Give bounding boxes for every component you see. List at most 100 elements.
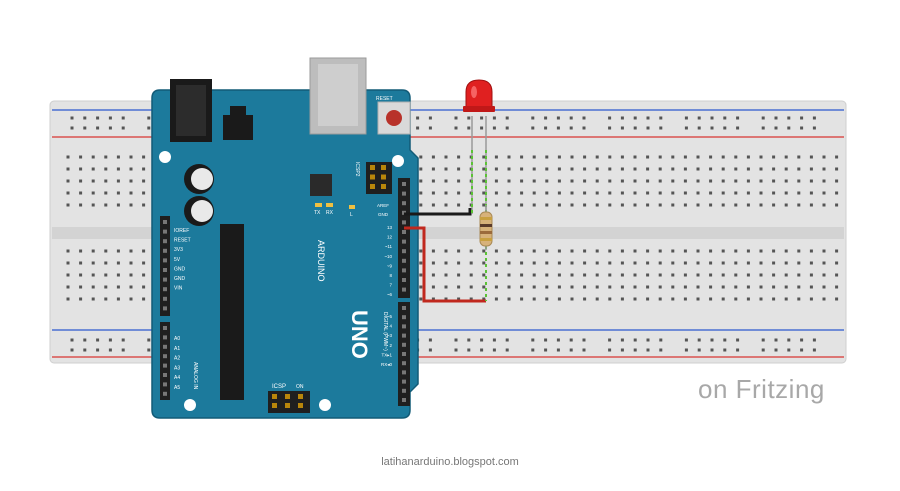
- breadboard-hole: [104, 155, 108, 159]
- breadboard-hole: [583, 297, 587, 301]
- breadboard-hole: [91, 167, 95, 171]
- breadboard-hole: [520, 285, 524, 289]
- l-label: L: [350, 212, 353, 218]
- header-pin: [163, 354, 167, 359]
- breadboard-hole: [797, 191, 801, 195]
- breadboard-hole: [480, 126, 484, 130]
- breadboard-hole: [608, 167, 612, 171]
- breadboard-hole: [582, 338, 586, 342]
- breadboard-hole: [544, 338, 548, 342]
- breadboard-hole: [570, 261, 574, 265]
- tx-label: TX: [314, 210, 321, 216]
- breadboard-hole: [620, 167, 624, 171]
- breadboard-hole: [147, 338, 151, 342]
- breadboard-hole: [545, 285, 549, 289]
- breadboard-hole: [784, 179, 788, 183]
- breadboard-hole: [544, 348, 548, 352]
- icsp2-pin: [370, 184, 375, 189]
- breadboard-hole: [761, 116, 765, 120]
- digital-pin-label: 4: [389, 324, 392, 329]
- breadboard-hole: [835, 297, 839, 301]
- breadboard-hole: [684, 126, 688, 130]
- breadboard-hole: [91, 249, 95, 253]
- breadboard-hole: [557, 155, 561, 159]
- breadboard-hole: [658, 249, 662, 253]
- breadboard-hole: [557, 167, 561, 171]
- breadboard-hole: [104, 167, 108, 171]
- usb-chip: [310, 174, 332, 196]
- breadboard-hole: [444, 191, 448, 195]
- breadboard-hole: [469, 297, 473, 301]
- header-pin: [163, 258, 167, 263]
- breadboard-hole: [646, 297, 650, 301]
- breadboard-hole: [658, 179, 662, 183]
- digital-pin-label: ~3: [387, 333, 393, 338]
- breadboard-hole: [104, 273, 108, 277]
- breadboard-hole: [633, 273, 637, 277]
- breadboard-hole: [797, 249, 801, 253]
- breadboard-hole: [658, 285, 662, 289]
- digital-header-upper: [398, 178, 410, 298]
- header-pin: [163, 306, 167, 311]
- breadboard-hole: [569, 116, 573, 120]
- breadboard-hole: [91, 191, 95, 195]
- breadboard-hole: [431, 285, 435, 289]
- breadboard-hole: [620, 126, 624, 130]
- breadboard-hole: [570, 179, 574, 183]
- breadboard-hole: [469, 273, 473, 277]
- breadboard-hole: [583, 179, 587, 183]
- breadboard-hole: [419, 273, 423, 277]
- breadboard-hole: [557, 179, 561, 183]
- breadboard-hole: [809, 273, 813, 277]
- breadboard-hole: [482, 285, 486, 289]
- resistor-band: [480, 231, 492, 234]
- breadboard-hole: [608, 126, 612, 130]
- power-jack-inner: [176, 85, 206, 136]
- breadboard-hole: [809, 203, 813, 207]
- breadboard-hole: [556, 116, 560, 120]
- breadboard-hole: [419, 191, 423, 195]
- header-pin: [402, 201, 406, 206]
- breadboard-hole: [683, 191, 687, 195]
- breadboard-hole: [774, 116, 778, 120]
- ground-wire: [404, 208, 472, 216]
- breadboard-hole: [147, 126, 151, 130]
- breadboard-hole: [595, 261, 599, 265]
- breadboard-hole: [671, 191, 675, 195]
- breadboard-hole: [454, 338, 458, 342]
- breadboard-hole: [431, 155, 435, 159]
- breadboard-hole: [556, 348, 560, 352]
- capacitor-top: [191, 200, 213, 222]
- breadboard-hole: [797, 155, 801, 159]
- breadboard-hole: [774, 126, 778, 130]
- breadboard-hole: [646, 261, 650, 265]
- breadboard-hole: [633, 116, 637, 120]
- breadboard-hole: [697, 338, 701, 342]
- breadboard-hole: [507, 285, 511, 289]
- resistor-body: [479, 211, 493, 247]
- breadboard-hole: [79, 261, 83, 265]
- breadboard-hole: [116, 285, 120, 289]
- breadboard-hole: [121, 116, 125, 120]
- breadboard-hole: [646, 191, 650, 195]
- breadboard-hole: [66, 261, 70, 265]
- breadboard-hole: [658, 203, 662, 207]
- breadboard-hole: [721, 191, 725, 195]
- arduino-uno-board: UNO ARDUINO RESET ICSP2 ICSP DIGITAL (PW…: [151, 57, 419, 419]
- icsp-pin: [272, 394, 277, 399]
- breadboard-hole: [419, 155, 423, 159]
- breadboard-hole: [696, 297, 700, 301]
- breadboard-hole: [444, 203, 448, 207]
- header-pin: [402, 333, 406, 338]
- breadboard-hole: [746, 285, 750, 289]
- breadboard-hole: [696, 155, 700, 159]
- breadboard-hole: [79, 285, 83, 289]
- breadboard-hole: [759, 179, 763, 183]
- breadboard-hole: [633, 249, 637, 253]
- breadboard-hole: [96, 126, 100, 130]
- usb-port-inner: [318, 64, 358, 126]
- resistor-band: [480, 224, 492, 227]
- breadboard-hole: [633, 167, 637, 171]
- header-pin: [402, 361, 406, 366]
